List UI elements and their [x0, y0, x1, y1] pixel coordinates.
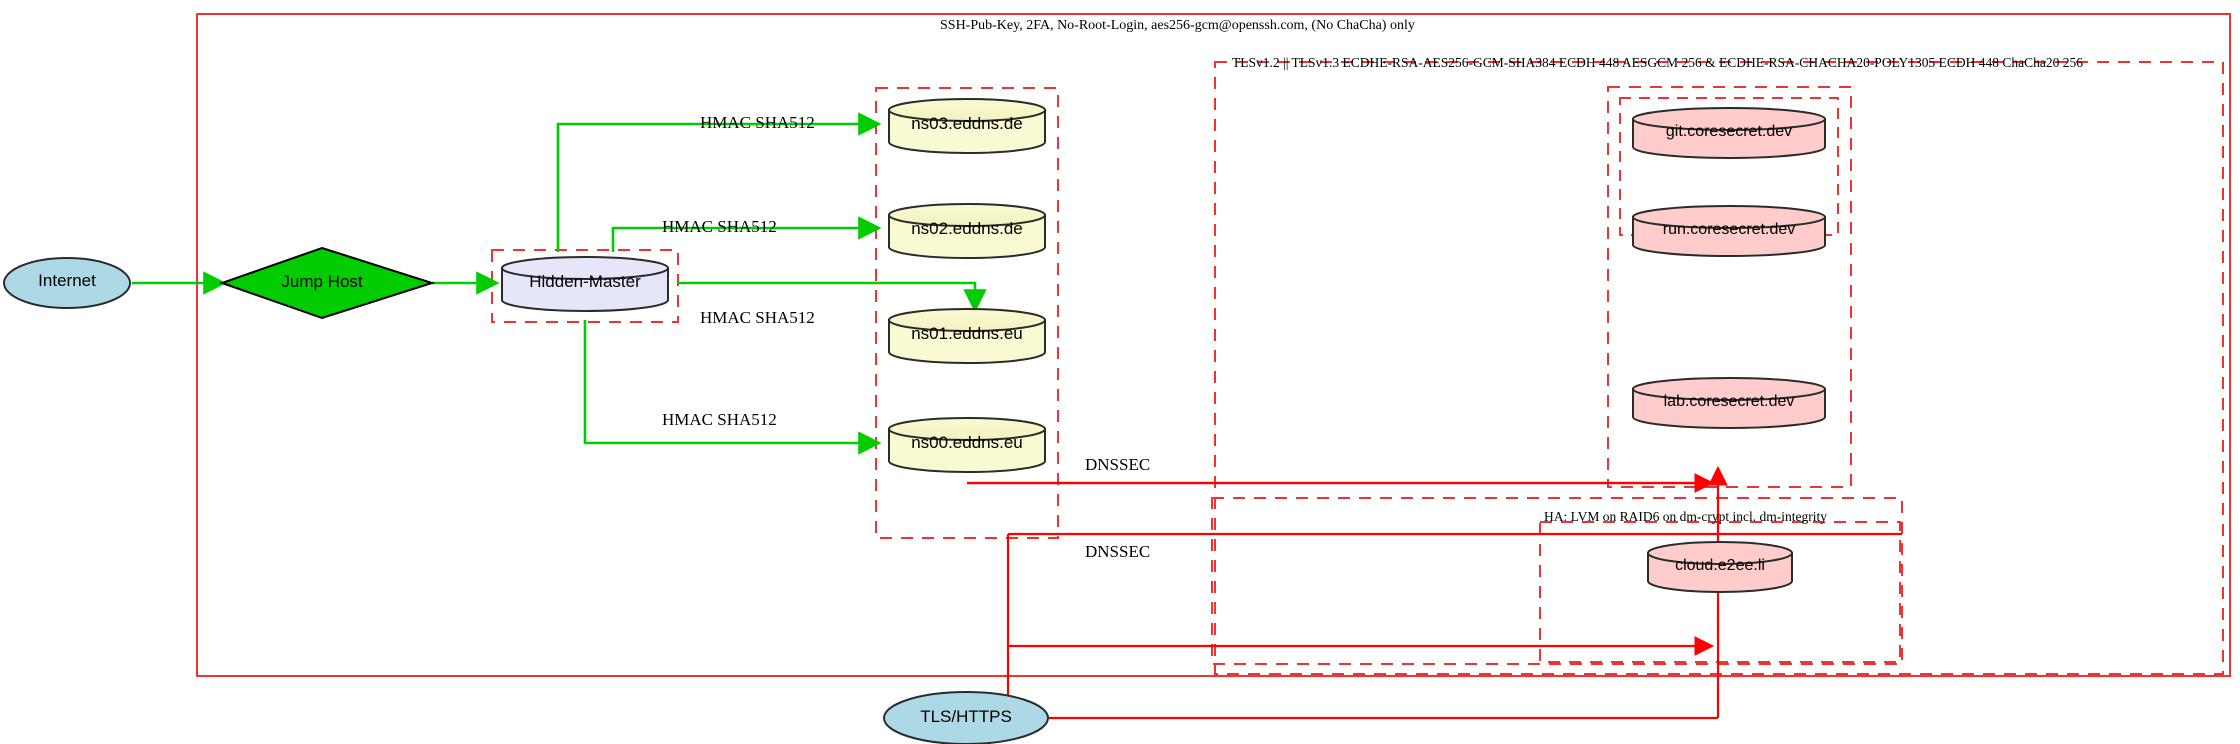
edge-hm-ns03 — [556, 112, 882, 252]
node-cloud-e2ee-label: cloud.e2ee.li — [1675, 557, 1765, 574]
green-edges — [132, 112, 987, 455]
node-jump-host-label: Jump Host — [281, 272, 363, 291]
node-ns00[interactable] — [888, 417, 1046, 473]
ha-policy-label: HA: LVM on RAID6 on dm-crypt incl. dm-in… — [1544, 509, 1827, 524]
dns-group-box — [875, 87, 1059, 539]
tls-policy-label: TLSv1.2 || TLSv1.3 ECDHE-RSA-AES256-GCM-… — [1232, 55, 2083, 70]
node-tls-https[interactable] — [883, 691, 1049, 744]
red-edges — [967, 465, 1902, 720]
node-cloud-e2ee[interactable] — [1647, 541, 1793, 593]
node-ns01-label: ns01.eddns.eu — [911, 324, 1023, 343]
node-lab-coresecret[interactable] — [1632, 377, 1826, 429]
cloud-group-box — [1539, 521, 1901, 663]
node-hidden-master-label: Hidden-Master — [529, 272, 641, 291]
node-ns00-label: ns00.eddns.eu — [911, 433, 1023, 452]
node-tls-https-label: TLS/HTTPS — [920, 707, 1012, 726]
ssh-boundary-box — [196, 13, 2231, 677]
node-jump-host[interactable] — [218, 246, 436, 320]
edge-label-dnssec-1: DNSSEC — [1085, 455, 1151, 474]
edge-hm-ns00 — [583, 320, 882, 455]
edge-label-hmac-ns03: HMAC SHA512 — [700, 113, 815, 132]
node-internet[interactable] — [3, 257, 131, 309]
node-lab-coresecret-label: lab.coresecret.dev — [1663, 393, 1795, 410]
node-ns03-label: ns03.eddns.de — [911, 114, 1023, 133]
node-run-coresecret[interactable] — [1632, 205, 1826, 257]
node-git-coresecret-label: git.coresecret.dev — [1665, 123, 1793, 140]
edge-label-hmac-ns02: HMAC SHA512 — [662, 217, 777, 236]
hidden-master-group-box — [491, 249, 679, 323]
edge-hm-ns01 — [678, 281, 987, 313]
node-run-coresecret-label: run.coresecret.dev — [1662, 221, 1796, 238]
ssh-policy-label: SSH-Pub-Key, 2FA, No-Root-Login, aes256-… — [940, 18, 1415, 33]
edge-hm-ns02 — [611, 216, 882, 252]
ha-group-box — [1211, 497, 1903, 665]
node-ns03[interactable] — [888, 98, 1046, 154]
edge-label-hmac-ns00: HMAC SHA512 — [662, 410, 777, 429]
node-ns02-label: ns02.eddns.de — [911, 219, 1023, 238]
coresecret-group-box — [1607, 86, 1852, 488]
edge-label-hmac-ns01: HMAC SHA512 — [700, 308, 815, 327]
node-ns01[interactable] — [888, 308, 1046, 364]
node-internet-label: Internet — [38, 271, 96, 290]
edge-label-dnssec-2: DNSSEC — [1085, 542, 1151, 561]
node-hidden-master[interactable] — [501, 256, 669, 312]
node-ns02[interactable] — [888, 203, 1046, 259]
node-git-coresecret[interactable] — [1632, 107, 1826, 159]
